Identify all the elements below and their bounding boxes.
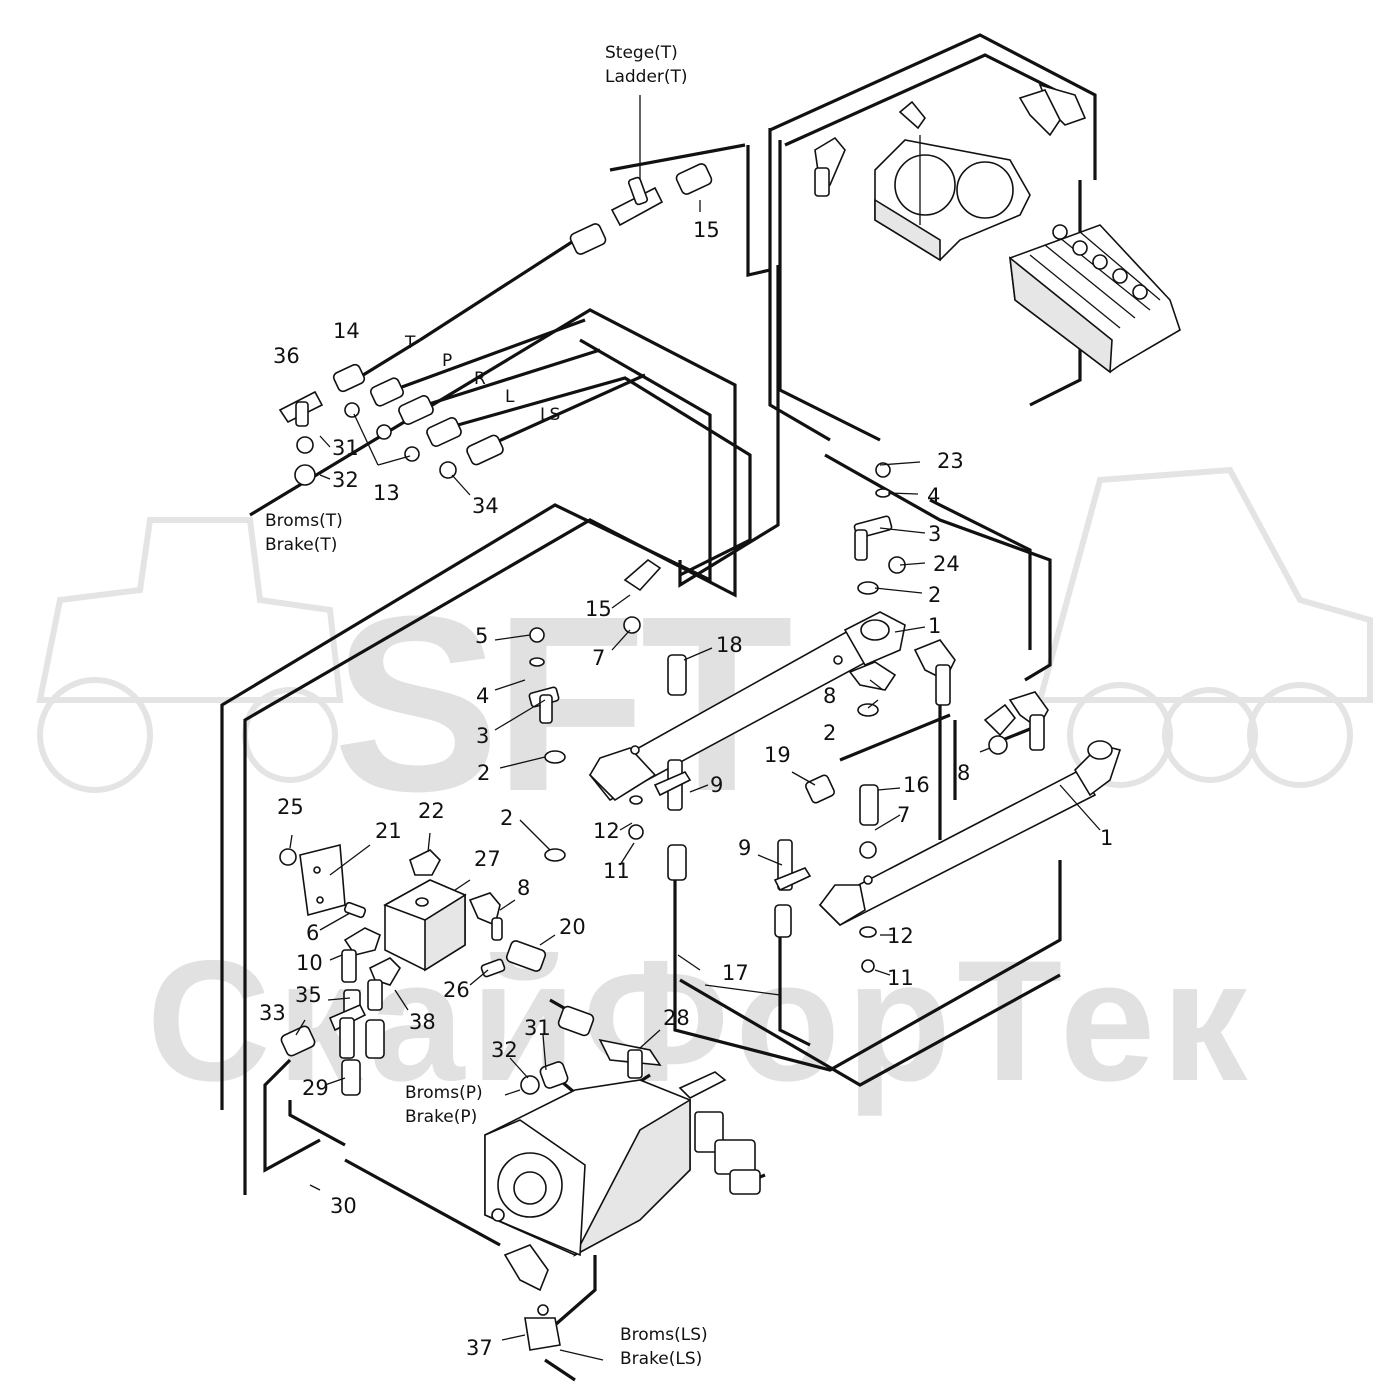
caption-brake-t-en: Brake(T) xyxy=(265,535,337,555)
caption-ladder-sv: Stege(T) xyxy=(605,43,678,63)
callout-number: 18 xyxy=(716,633,743,657)
callout-number: 22 xyxy=(418,799,445,823)
callout-number: 7 xyxy=(592,646,605,670)
line-letter-p: P xyxy=(442,351,452,371)
callout-number: 2 xyxy=(477,761,490,785)
brake-ls-fittings xyxy=(503,1244,561,1351)
callout-number: 10 xyxy=(296,951,323,975)
callout-number: 2 xyxy=(500,806,513,830)
callout-number: 7 xyxy=(897,803,910,827)
callout-number: 15 xyxy=(693,218,720,242)
callout-number: 11 xyxy=(603,859,630,883)
callout-number: 5 xyxy=(475,624,488,648)
callout-number: 34 xyxy=(472,494,499,518)
brake-p-fittings xyxy=(520,1005,662,1095)
callout-number: 8 xyxy=(517,876,530,900)
caption-brake-t-sv: Broms(T) xyxy=(265,511,343,531)
junction-block xyxy=(279,843,547,1096)
callout-number: 9 xyxy=(738,836,751,860)
line-letters: T P R L LS xyxy=(404,333,560,425)
caption-brake-p-sv: Broms(P) xyxy=(405,1083,483,1103)
callout-numbers: 15 14 36 31 32 13 34 23 4 3 24 2 1 15 18… xyxy=(259,218,1113,1360)
watermark-vehicles xyxy=(36,466,1373,793)
cylinder-upper xyxy=(588,611,906,802)
callout-number: 16 xyxy=(903,773,930,797)
callout-number: 21 xyxy=(375,819,402,843)
line-letter-l: L xyxy=(505,387,515,407)
captions: Stege(T) Ladder(T) Broms(T) Brake(T) Bro… xyxy=(265,43,708,1369)
callout-number: 20 xyxy=(559,915,586,939)
callout-number: 37 xyxy=(466,1336,493,1360)
callout-number: 36 xyxy=(273,344,300,368)
callout-number: 4 xyxy=(927,484,940,508)
callout-number: 27 xyxy=(474,847,501,871)
callout-number: 35 xyxy=(295,983,322,1007)
caption-brake-ls-en: Brake(LS) xyxy=(620,1349,702,1369)
callout-number: 25 xyxy=(277,795,304,819)
line-letter-t: T xyxy=(404,333,416,353)
callout-number: 32 xyxy=(491,1038,518,1062)
callout-number: 17 xyxy=(722,961,749,985)
callout-number: 13 xyxy=(373,481,400,505)
control-valve-block xyxy=(1008,224,1181,374)
callout-number: 19 xyxy=(764,743,791,767)
callout-number: 31 xyxy=(332,436,359,460)
ladder-tee-fitting xyxy=(569,163,713,255)
caption-brake-p-en: Brake(P) xyxy=(405,1107,477,1127)
callout-number: 31 xyxy=(524,1016,551,1040)
caption-brake-ls-sv: Broms(LS) xyxy=(620,1325,708,1345)
line-letter-r: R xyxy=(474,369,486,389)
callout-number: 29 xyxy=(302,1076,329,1100)
callout-number: 26 xyxy=(443,978,470,1002)
callout-number: 28 xyxy=(663,1006,690,1030)
callout-number: 4 xyxy=(476,684,489,708)
callout-number: 12 xyxy=(887,924,914,948)
callout-number: 30 xyxy=(330,1194,357,1218)
callout-number: 1 xyxy=(928,614,941,638)
cylinder-lower xyxy=(818,740,1122,927)
callout-number: 6 xyxy=(306,921,319,945)
hydraulic-pump xyxy=(484,1071,761,1257)
callout-number: 8 xyxy=(823,684,836,708)
hose-end-fittings xyxy=(278,363,504,486)
callout-number: 2 xyxy=(928,583,941,607)
callout-number: 24 xyxy=(933,552,960,576)
callout-number: 3 xyxy=(476,724,489,748)
elbow-fittings-top xyxy=(814,83,1087,197)
caption-ladder-en: Ladder(T) xyxy=(605,67,688,87)
callout-number: 3 xyxy=(928,522,941,546)
callout-number: 33 xyxy=(259,1001,286,1025)
callout-number: 2 xyxy=(823,721,836,745)
callout-number: 1 xyxy=(1100,826,1113,850)
callout-number: 32 xyxy=(332,468,359,492)
callout-number: 23 xyxy=(937,449,964,473)
mounting-plate xyxy=(874,139,1031,262)
line-letter-ls: LS xyxy=(540,405,560,425)
callout-number: 14 xyxy=(333,319,360,343)
callout-number: 11 xyxy=(887,966,914,990)
callout-number: 15 xyxy=(585,597,612,621)
cylinder-fittings xyxy=(528,462,1049,973)
watermark: SFT СкайФорТек xyxy=(36,466,1373,1117)
callout-number: 38 xyxy=(409,1010,436,1034)
pipe-network xyxy=(220,33,1097,1382)
callout-number: 9 xyxy=(710,773,723,797)
callout-number: 12 xyxy=(593,819,620,843)
leader-lines xyxy=(289,95,1101,1361)
callout-number: 8 xyxy=(957,761,970,785)
